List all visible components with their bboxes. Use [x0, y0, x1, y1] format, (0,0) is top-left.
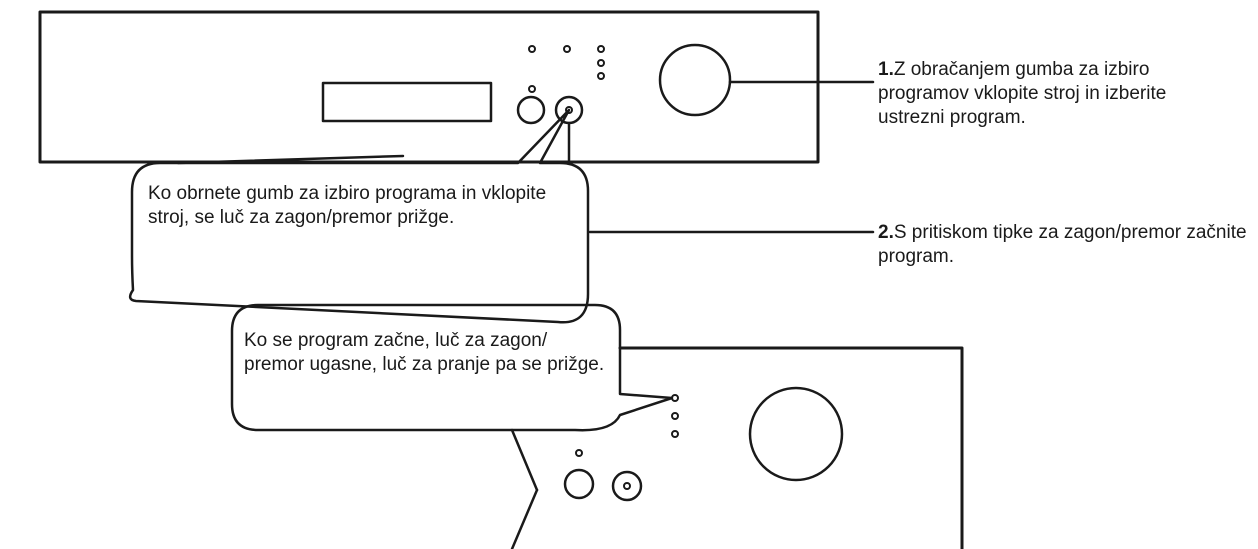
- top-control-panel: [38, 10, 820, 164]
- step-1-number: 1.: [878, 59, 894, 80]
- top-indicator-light: [563, 45, 571, 53]
- bottom-indicator-light: [575, 449, 583, 457]
- top-start-pause-light: [565, 106, 573, 114]
- top-indicator-light: [528, 45, 536, 53]
- top-indicator-light: [528, 85, 536, 93]
- callout-text-power-on: Ko obrnete gumb za izbiro programa in vk…: [148, 183, 547, 228]
- bottom-panel-left-edge-lower: [510, 488, 539, 549]
- step-1-text: 1.Z obračanjem gumba za izbiro programov…: [878, 58, 1238, 130]
- top-indicator-light: [597, 59, 605, 67]
- callout-bubble-power-on-fold: [176, 154, 405, 165]
- bottom-indicator-light: [671, 412, 679, 420]
- top-program-knob: [658, 43, 732, 117]
- bottom-panel-left-edge: [510, 428, 539, 492]
- bottom-button: [563, 468, 595, 500]
- callout-text-program-start: Ko se program začne, luč za zagon/ premo…: [244, 330, 605, 375]
- callout-bubble-program-start: [230, 303, 674, 432]
- step-2-number: 2.: [878, 222, 894, 243]
- top-display-window: [321, 81, 493, 123]
- top-indicator-light: [597, 72, 605, 80]
- bottom-control-panel: [618, 346, 964, 549]
- top-button: [516, 95, 546, 125]
- step-2-description: S pritiskom tipke za zagon/premor začnit…: [878, 222, 1247, 267]
- step-1-description: Z obračanjem gumba za izbiro programov v…: [878, 59, 1167, 128]
- bottom-start-pause-button: [611, 470, 643, 502]
- bottom-wash-light: [671, 394, 679, 402]
- bottom-program-knob: [748, 386, 844, 482]
- top-indicator-light: [597, 45, 605, 53]
- bottom-indicator-light: [671, 430, 679, 438]
- step-2-text: 2.S pritiskom tipke za zagon/premor začn…: [878, 221, 1254, 269]
- bottom-start-pause-light: [623, 482, 631, 490]
- callout-bubble-power-on: [128, 108, 590, 324]
